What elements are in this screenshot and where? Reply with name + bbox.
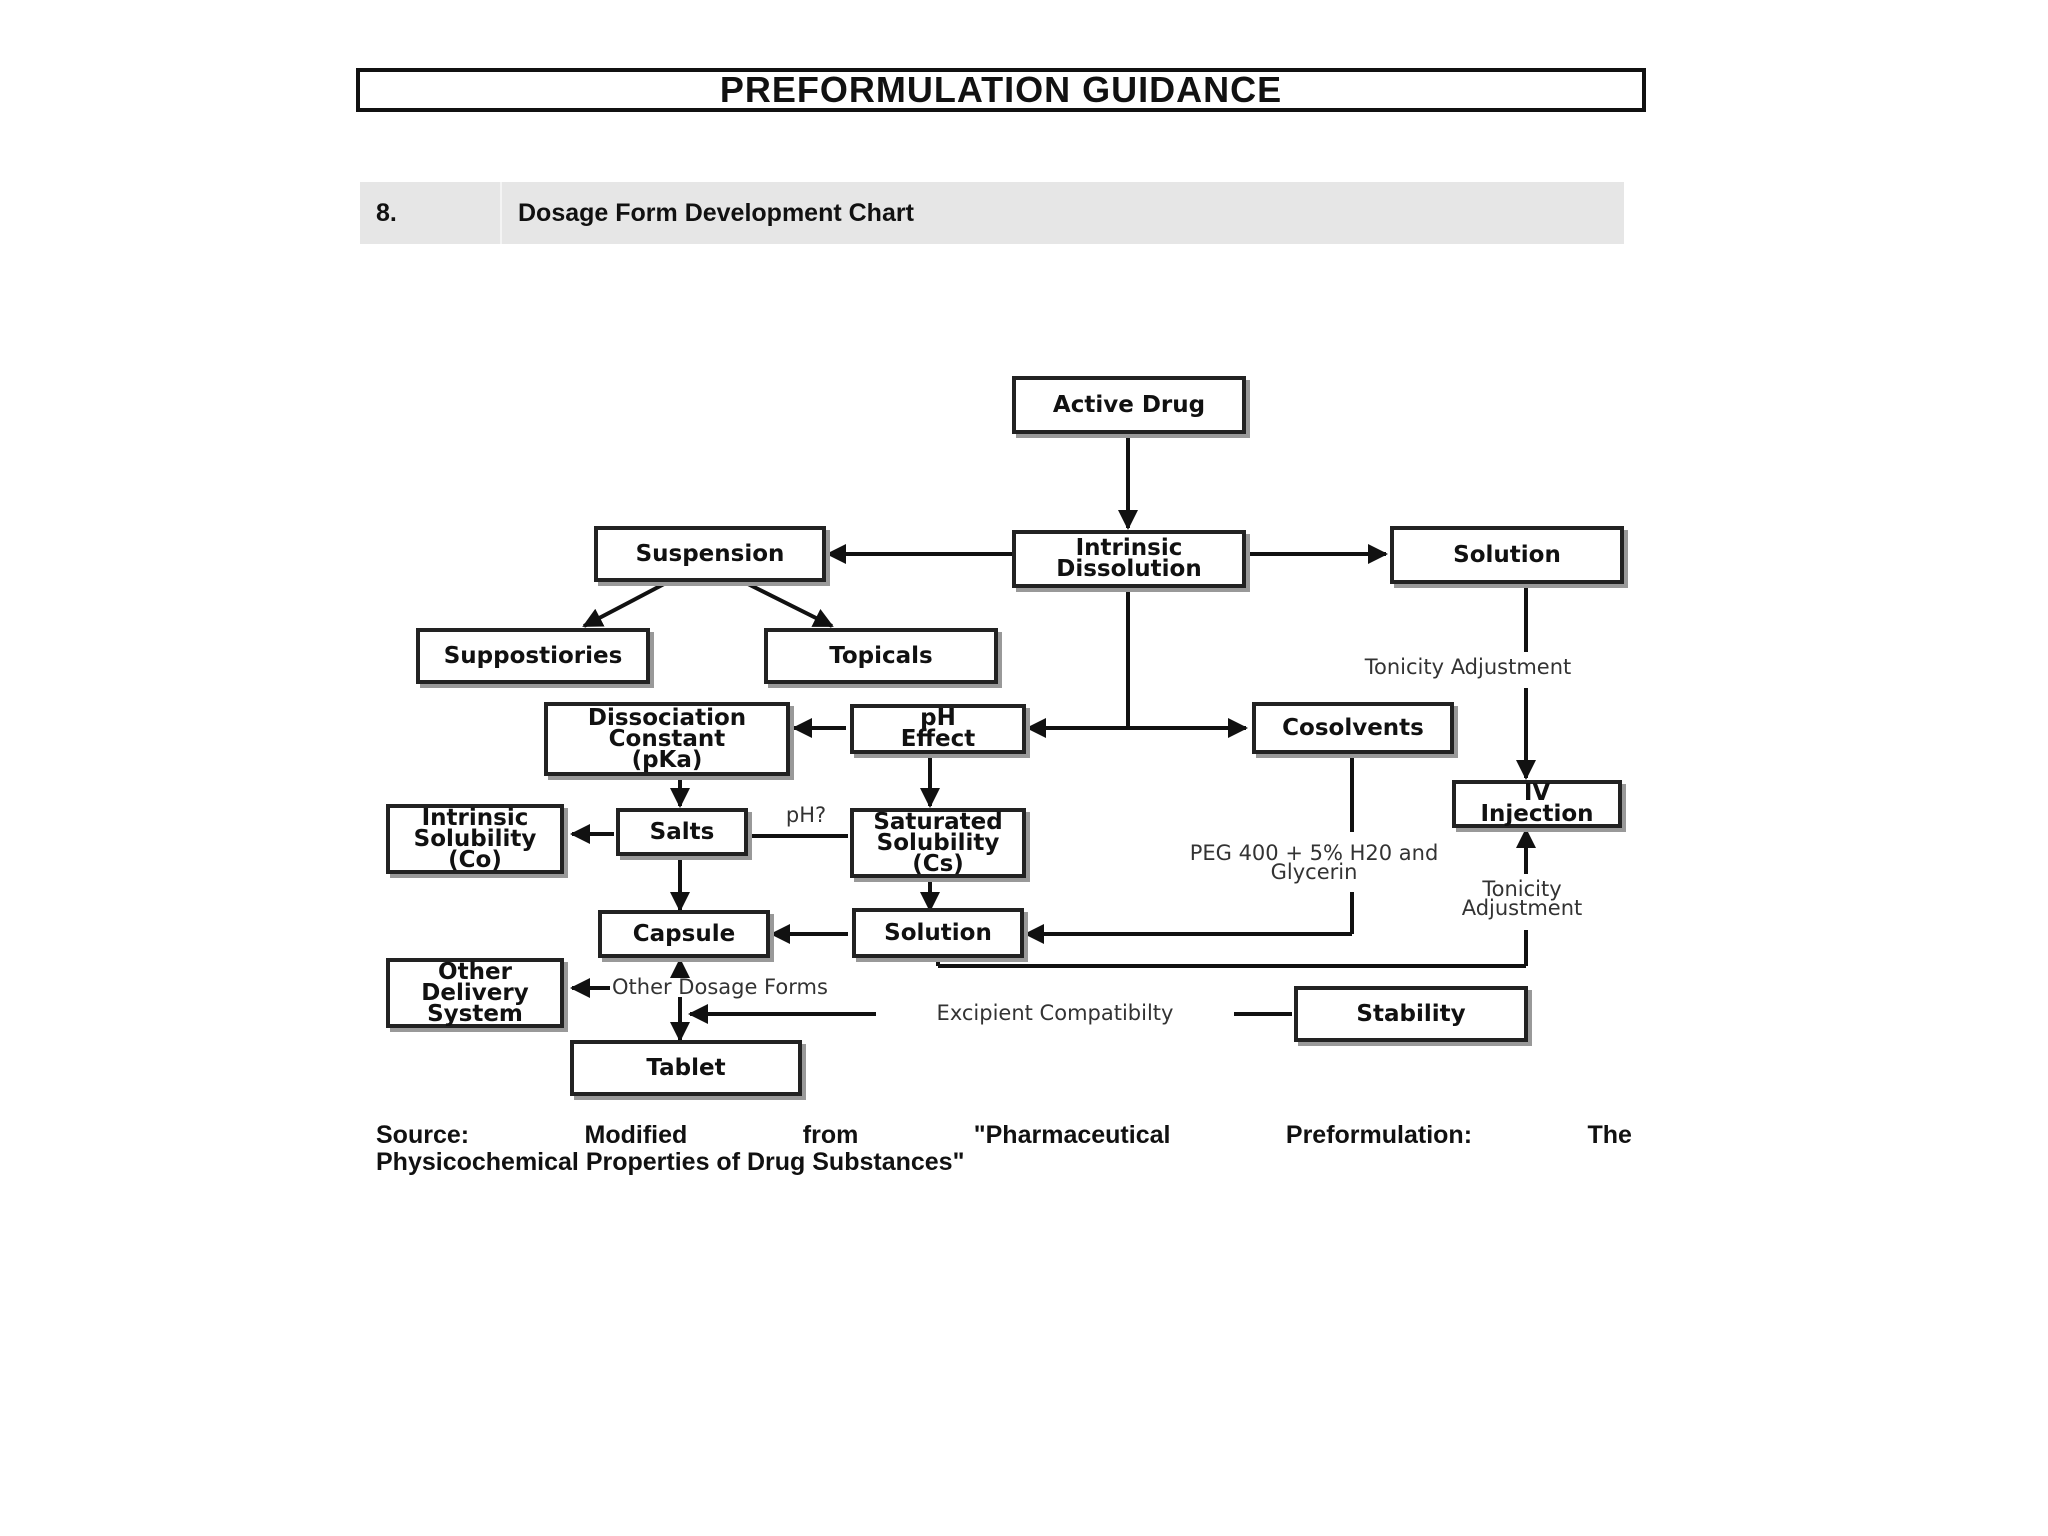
- node-topicals: Topicals: [764, 628, 998, 684]
- node-stability: Stability: [1294, 986, 1528, 1042]
- section-header: 8. Dosage Form Development Chart: [360, 182, 1624, 244]
- node-suppositories: Suppostiories: [416, 628, 650, 684]
- source-line-2: Physicochemical Properties of Drug Subst…: [376, 1148, 965, 1176]
- source-citation: Source: Modified from "Pharmaceutical Pr…: [376, 1122, 1632, 1176]
- label-other-dosage-forms: Other Dosage Forms: [610, 977, 932, 998]
- source-word: The: [1587, 1121, 1632, 1149]
- node-intrinsic-solubility: Intrinsic Solubility (Co): [386, 804, 564, 874]
- arrow-suspension-to-topicals: [747, 582, 834, 628]
- label-tonicity-top: Tonicity Adjustment: [1310, 657, 1626, 678]
- node-tablet: Tablet: [570, 1040, 802, 1096]
- source-word: Preformulation:: [1285, 1121, 1473, 1149]
- source-word: Modified: [584, 1121, 688, 1149]
- node-solution-top: Solution: [1390, 526, 1624, 584]
- page-title: PREFORMULATION GUIDANCE: [356, 68, 1646, 112]
- source-word: "Pharmaceutical: [973, 1121, 1171, 1149]
- node-dissociation-constant: Dissociation Constant (pKa): [544, 702, 790, 776]
- source-line-1: Source: Modified from "Pharmaceutical Pr…: [376, 1122, 1632, 1149]
- node-saturated-solubility: Saturated Solubility (Cs): [850, 808, 1026, 878]
- section-label: Dosage Form Development Chart: [518, 198, 914, 227]
- source-word: Source:: [376, 1121, 470, 1149]
- node-active-drug: Active Drug: [1012, 376, 1246, 434]
- label-ph-question: pH?: [774, 805, 838, 826]
- node-solution-bottom: Solution: [852, 908, 1024, 958]
- label-excipient: Excipient Compatibilty: [876, 1003, 1234, 1024]
- node-ph-effect: pH Effect: [850, 704, 1026, 754]
- node-capsule: Capsule: [598, 910, 770, 958]
- label-tonicity-bottom: Tonicity Adjustment: [1416, 879, 1628, 919]
- node-suspension: Suspension: [594, 526, 826, 582]
- node-salts: Salts: [616, 808, 748, 856]
- node-iv-injection: IV Injection: [1452, 780, 1622, 828]
- label-peg: PEG 400 + 5% H20 and Glycerin: [1136, 843, 1492, 883]
- arrow-suspension-to-suppositories: [582, 582, 665, 628]
- source-word: from: [802, 1121, 859, 1149]
- section-number: 8.: [360, 182, 502, 244]
- node-other-delivery: Other Delivery System: [386, 958, 564, 1028]
- page-title-text: PREFORMULATION GUIDANCE: [719, 69, 1283, 110]
- node-intrinsic-dissolution: Intrinsic Dissolution: [1012, 530, 1246, 588]
- node-cosolvents: Cosolvents: [1252, 702, 1454, 754]
